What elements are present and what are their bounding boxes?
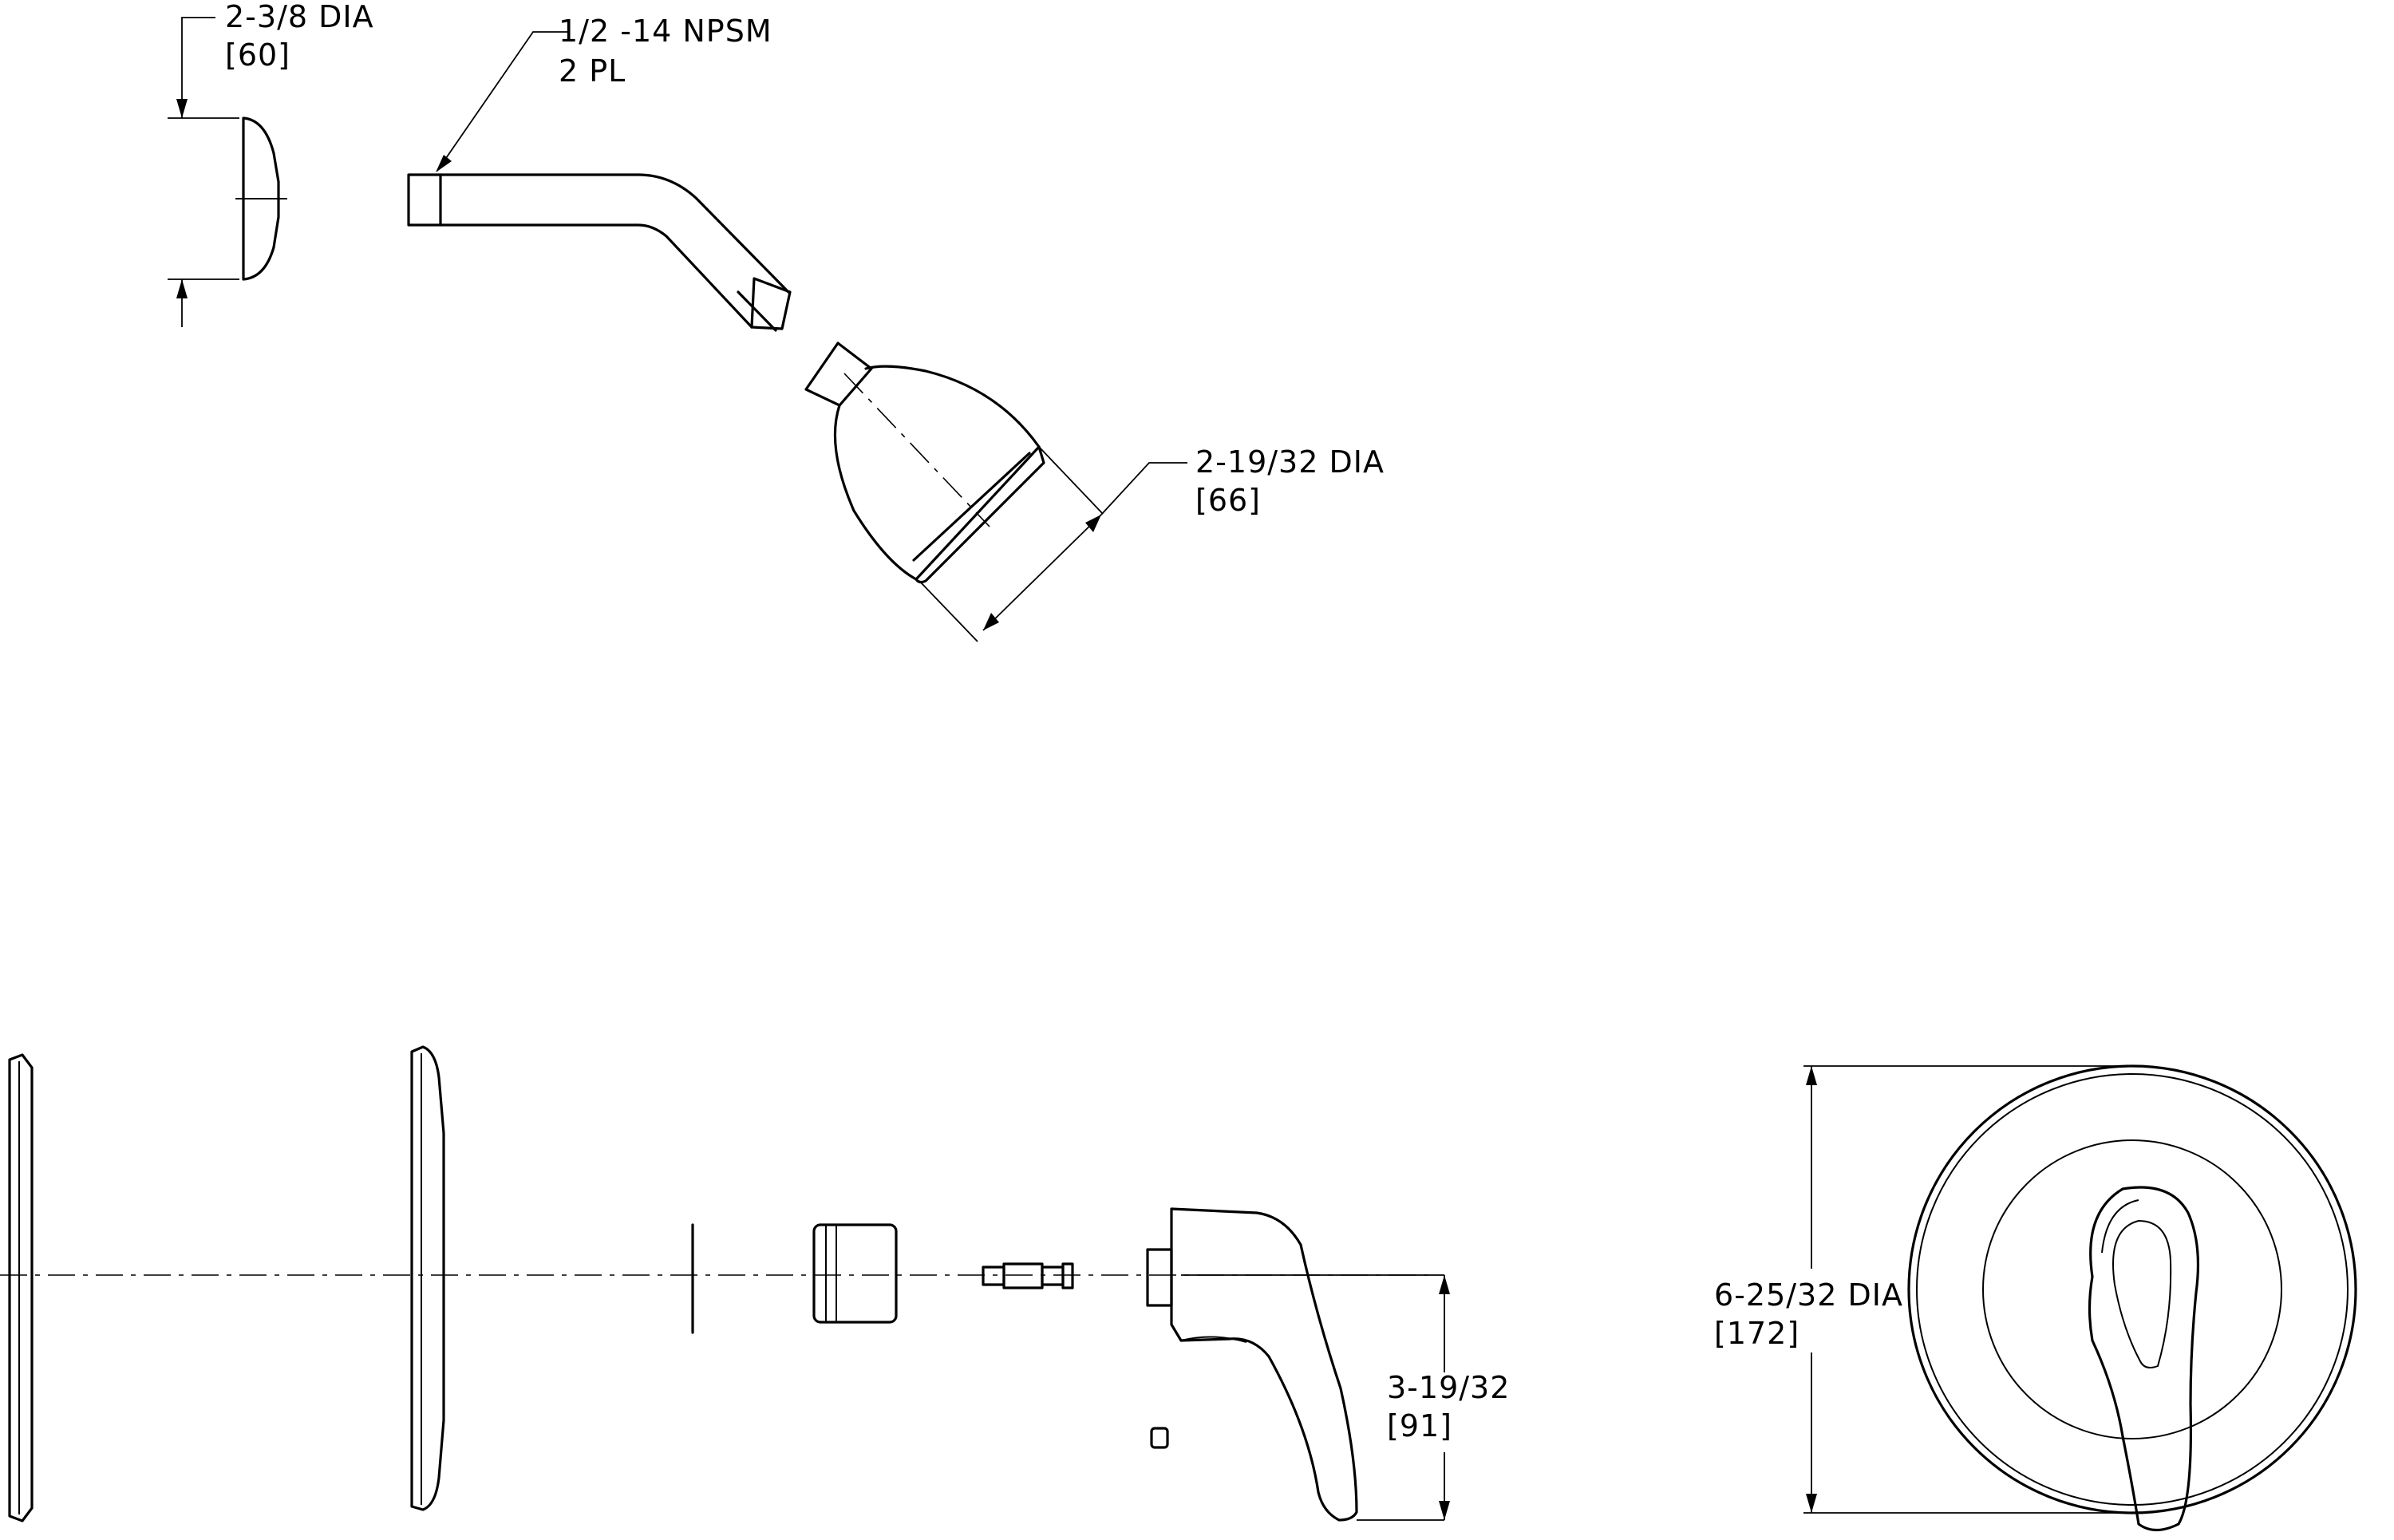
escutcheon-dia-metric: [172] [1714,1316,1799,1351]
escutcheon-dia-imperial: 6-25/32 DIA [1714,1277,1903,1313]
escutcheon-front [1907,1064,2357,1514]
showerhead-dimension [918,446,1187,642]
thread-count: 2 PL [559,53,626,89]
escutcheon-dimension [1803,1065,2132,1514]
escutcheon-side [410,1045,445,1511]
thread-spec: 1/2 -14 NPSM [559,14,772,49]
flange-dia-imperial: 2-3/8 DIA [225,0,374,34]
arm-flange [235,116,287,281]
handle-height-imperial: 3-19/32 [1387,1370,1510,1405]
flange-dimension [168,17,239,327]
showerhead-dia-imperial: 2-19/32 DIA [1195,444,1385,480]
set-screw [1150,1427,1169,1449]
flange-dia-metric: [60] [225,38,290,73]
stem-adapter [982,1262,1074,1289]
showerhead-dia-metric: [66] [1195,483,1261,518]
cartridge-sleeve [812,1223,898,1324]
wall-plate [8,1053,34,1522]
handle-height-metric: [91] [1387,1408,1452,1443]
showerhead [804,342,1045,584]
thread-callout [436,31,568,172]
shower-arm [407,173,792,332]
lever-handle-side [1146,1207,1358,1522]
handle-height-dimension [1181,1274,1450,1521]
lever-handle-front [2088,1186,2200,1532]
